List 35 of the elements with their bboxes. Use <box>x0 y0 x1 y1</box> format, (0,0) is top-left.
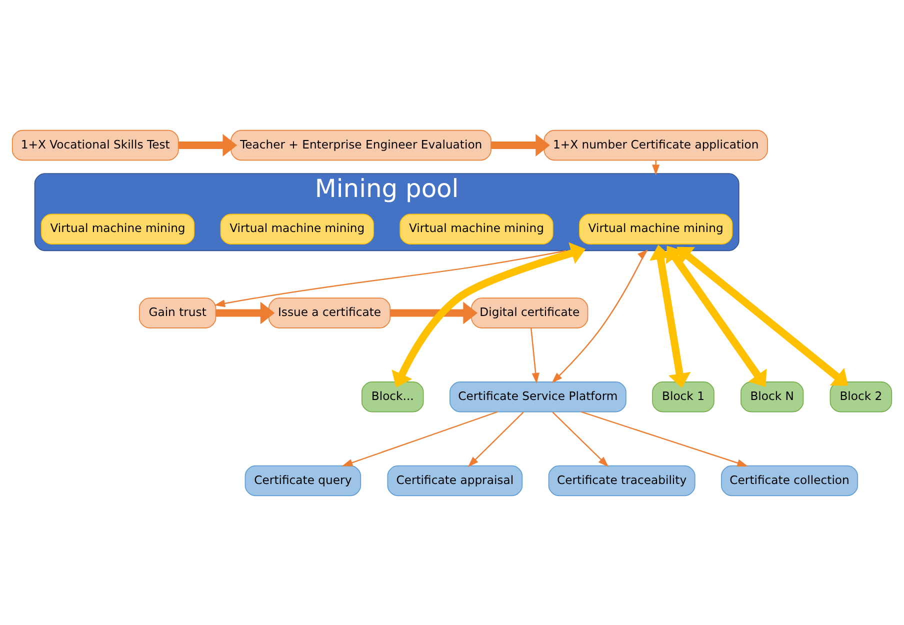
arrow <box>390 301 478 324</box>
node-box: Teacher + Enterprise Engineer Evaluation <box>230 129 492 160</box>
arrow <box>342 410 498 466</box>
arrow <box>392 242 586 387</box>
arrow <box>468 411 524 467</box>
arrow <box>552 411 609 467</box>
arrow <box>581 410 748 466</box>
arrow <box>552 248 648 383</box>
node-box: Block 1 <box>652 381 714 412</box>
arrow <box>650 244 691 388</box>
node-box: Issue a certificate <box>268 297 391 328</box>
node-box: Block... <box>361 381 424 412</box>
arrow <box>676 246 848 386</box>
node-box: Certificate traceability <box>548 464 696 496</box>
arrow <box>666 245 767 386</box>
arrow <box>178 133 238 156</box>
node-box: Gain trust <box>138 297 216 328</box>
node-box: Virtual machine mining <box>220 213 374 244</box>
node-box: Virtual machine mining <box>40 213 195 244</box>
arrow <box>530 328 540 384</box>
node-box: Block 2 <box>830 381 892 412</box>
node-box: Virtual machine mining <box>579 213 733 244</box>
node-box: Certificate appraisal <box>387 464 523 496</box>
node-box: Digital certificate <box>471 297 588 328</box>
node-box: Certificate collection <box>721 464 858 496</box>
node-box: 1+X Vocational Skills Test <box>12 129 179 160</box>
arrow <box>491 133 550 156</box>
arrow <box>216 301 275 324</box>
node-box: Virtual machine mining <box>400 213 554 244</box>
node-box: 1+X number Certificate application <box>544 129 768 160</box>
node-box: Certificate query <box>244 464 362 496</box>
arrow <box>652 160 660 175</box>
arrow <box>214 250 566 307</box>
node-box: Block N <box>740 381 804 412</box>
node-box: Certificate Service Platform <box>450 381 626 412</box>
